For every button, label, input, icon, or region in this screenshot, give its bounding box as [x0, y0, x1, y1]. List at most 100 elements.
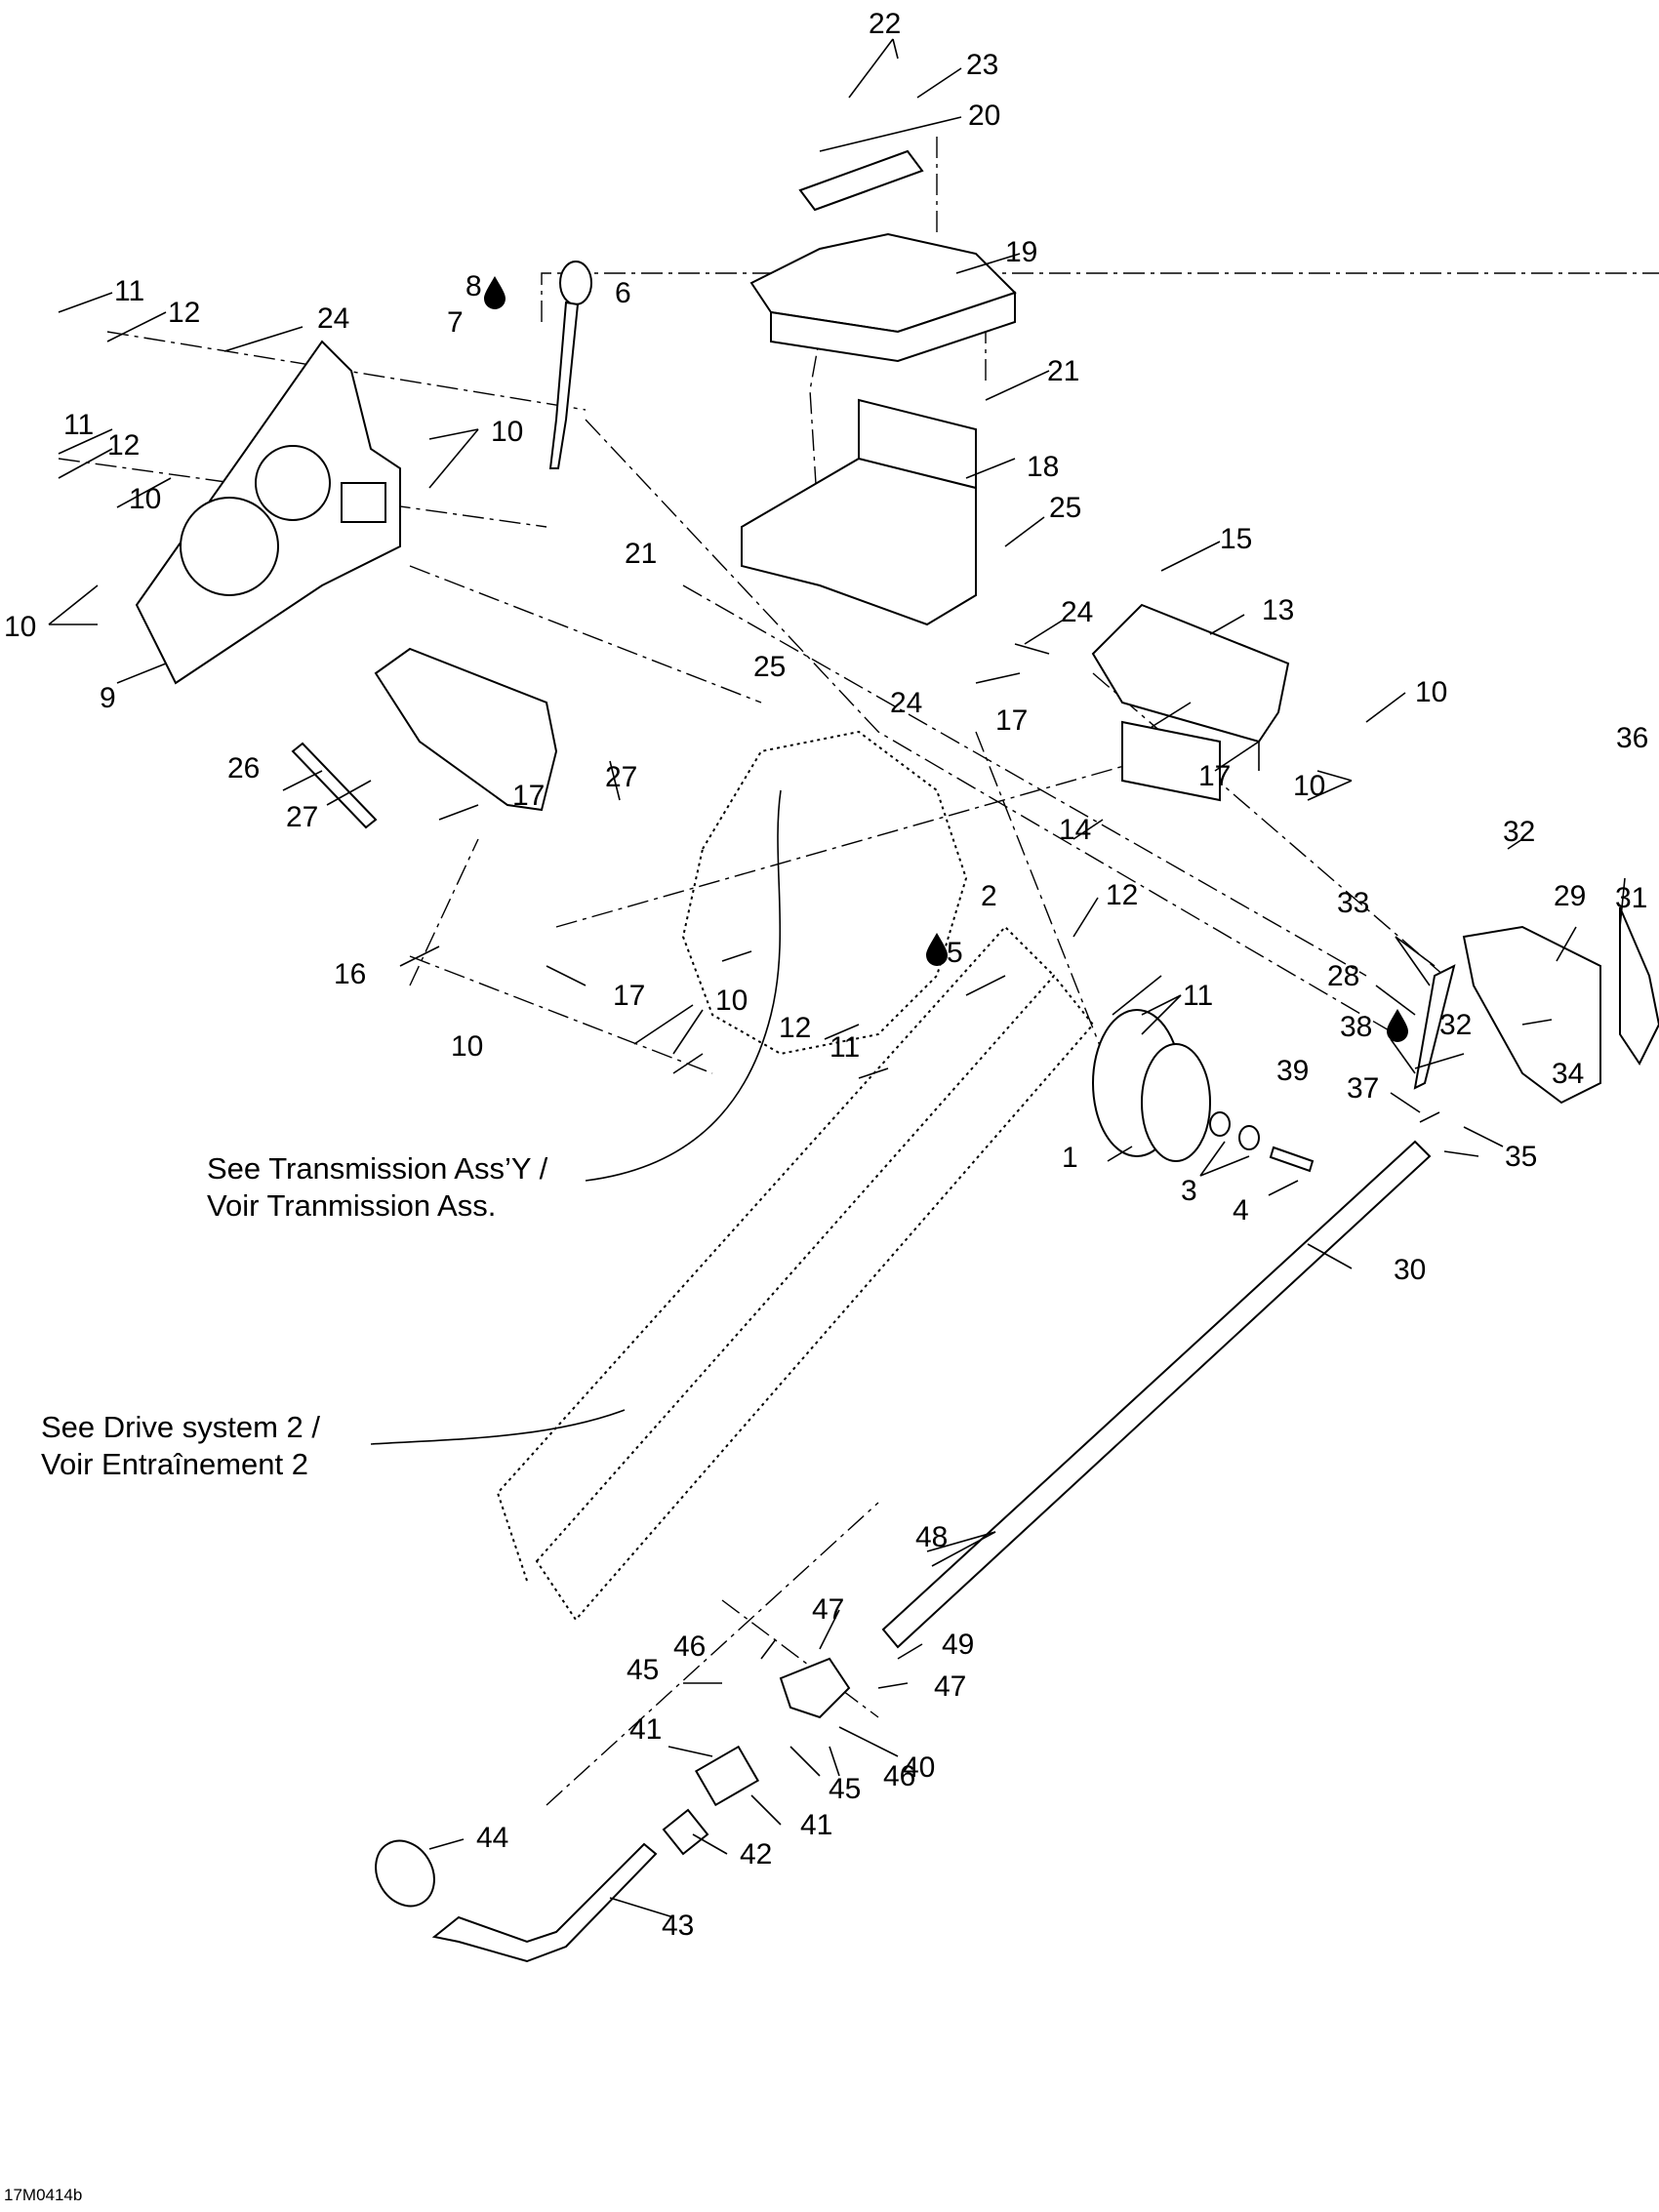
shift-collar	[662, 1808, 709, 1856]
callout-20: 20	[968, 100, 1000, 132]
oil-drop-icon	[926, 933, 948, 966]
battery-bracket	[741, 398, 977, 626]
callout-10c: 10	[4, 611, 36, 643]
callout-47b: 47	[934, 1670, 966, 1703]
drive-system-reference-note: See Drive system 2 / Voir Entraînement 2	[41, 1410, 320, 1481]
callout-6: 6	[615, 277, 631, 309]
callout-10d: 10	[1415, 676, 1447, 708]
note-drive-line2: Voir Entraînement 2	[41, 1447, 308, 1481]
callout-28: 28	[1327, 960, 1359, 992]
callout-24a: 24	[317, 302, 349, 335]
callout-9: 9	[100, 682, 116, 714]
callout-7: 7	[447, 306, 464, 339]
shift-link	[1413, 964, 1456, 1090]
shift-knob	[375, 1839, 435, 1908]
callout-1: 1	[1062, 1142, 1078, 1174]
drive-belt	[496, 925, 1095, 1622]
callout-26: 26	[227, 752, 260, 784]
callout-18: 18	[1027, 451, 1059, 483]
callout-24c: 24	[890, 687, 922, 719]
callout-35: 35	[1505, 1141, 1537, 1173]
callout-32a: 32	[1503, 816, 1535, 848]
oil-drop-icon	[1387, 1009, 1408, 1042]
note-transmission-line2: Voir Tranmission Ass.	[207, 1188, 496, 1223]
note-transmission-line1: See Transmission Ass’Y /	[207, 1151, 548, 1186]
transmission-housing	[681, 730, 968, 1056]
callout-27b: 27	[286, 801, 318, 833]
callout-12d: 12	[779, 1012, 811, 1044]
side-bracket	[374, 647, 558, 812]
callout-17a: 17	[512, 780, 545, 812]
callout-8: 8	[465, 270, 482, 302]
callout-32b: 32	[1439, 1009, 1472, 1041]
drawing-code: 17M0414b	[4, 2186, 82, 2204]
callout-46b: 46	[883, 1760, 915, 1792]
tray	[749, 232, 1017, 363]
callout-45b: 45	[829, 1773, 861, 1805]
shifter-bracket	[779, 1657, 851, 1719]
dipstick	[548, 261, 592, 469]
callout-3: 3	[1181, 1175, 1197, 1207]
callout-10g: 10	[451, 1030, 483, 1063]
return-spring	[1619, 906, 1659, 1066]
callout-41b: 41	[800, 1809, 832, 1841]
callouts: 1 2 3 4 5 6 7 8 9 10 10 10 10 10 10 10 1…	[4, 8, 1648, 1942]
callout-21a: 21	[1047, 355, 1079, 387]
callout-17c: 17	[995, 704, 1028, 737]
callout-33: 33	[1337, 887, 1369, 919]
callout-19: 19	[1005, 236, 1037, 268]
shift-boot	[694, 1745, 760, 1807]
callout-31: 31	[1615, 882, 1647, 914]
support-bracket	[1091, 603, 1290, 802]
pulley	[1092, 1009, 1211, 1162]
washers	[1209, 1111, 1315, 1173]
callout-46a: 46	[673, 1630, 706, 1663]
callout-21b: 21	[625, 538, 657, 570]
shift-plate	[1462, 925, 1601, 1105]
shift-rod	[881, 1140, 1432, 1649]
oil-drop-icon	[484, 276, 506, 309]
long-bolt	[291, 742, 378, 829]
callout-44: 44	[476, 1822, 508, 1854]
strap	[798, 149, 924, 212]
callout-11a: 11	[114, 275, 144, 307]
callout-5: 5	[947, 937, 963, 969]
callout-12a: 12	[168, 297, 200, 329]
callout-13: 13	[1262, 594, 1294, 626]
callout-43: 43	[662, 1910, 694, 1942]
callout-14: 14	[1059, 814, 1091, 846]
callout-10f: 10	[715, 985, 748, 1017]
callout-49: 49	[942, 1629, 974, 1661]
callout-12c: 12	[1106, 879, 1138, 911]
callout-11b: 11	[63, 409, 94, 441]
callout-45a: 45	[627, 1654, 659, 1686]
callout-37: 37	[1347, 1072, 1379, 1105]
callout-11d: 11	[830, 1031, 860, 1064]
transmission-reference-note: See Transmission Ass’Y / Voir Tranmissio…	[207, 1151, 548, 1223]
callout-36: 36	[1616, 722, 1648, 754]
callout-40: 40	[903, 1751, 935, 1784]
callout-47a: 47	[812, 1593, 844, 1626]
callout-48: 48	[915, 1521, 948, 1553]
callout-24b: 24	[1061, 596, 1093, 628]
callout-34: 34	[1552, 1058, 1584, 1090]
callout-2: 2	[981, 880, 997, 912]
shift-lever	[431, 1842, 658, 1963]
callout-17d: 17	[1198, 760, 1231, 792]
leader-lines	[48, 38, 1626, 1918]
callout-16: 16	[334, 958, 366, 990]
callout-27a: 27	[605, 761, 637, 793]
callout-41a: 41	[629, 1713, 662, 1746]
note-drive-line1: See Drive system 2 /	[41, 1410, 320, 1444]
callout-11c: 11	[1183, 980, 1213, 1012]
callout-17b: 17	[613, 980, 645, 1012]
callout-22: 22	[869, 8, 901, 40]
callout-38: 38	[1340, 1011, 1372, 1043]
callout-10e: 10	[1293, 770, 1325, 802]
callout-10a: 10	[491, 416, 523, 448]
callout-4: 4	[1233, 1194, 1249, 1227]
callout-15: 15	[1220, 523, 1252, 555]
callout-39: 39	[1276, 1055, 1309, 1087]
callout-12b: 12	[107, 429, 140, 462]
